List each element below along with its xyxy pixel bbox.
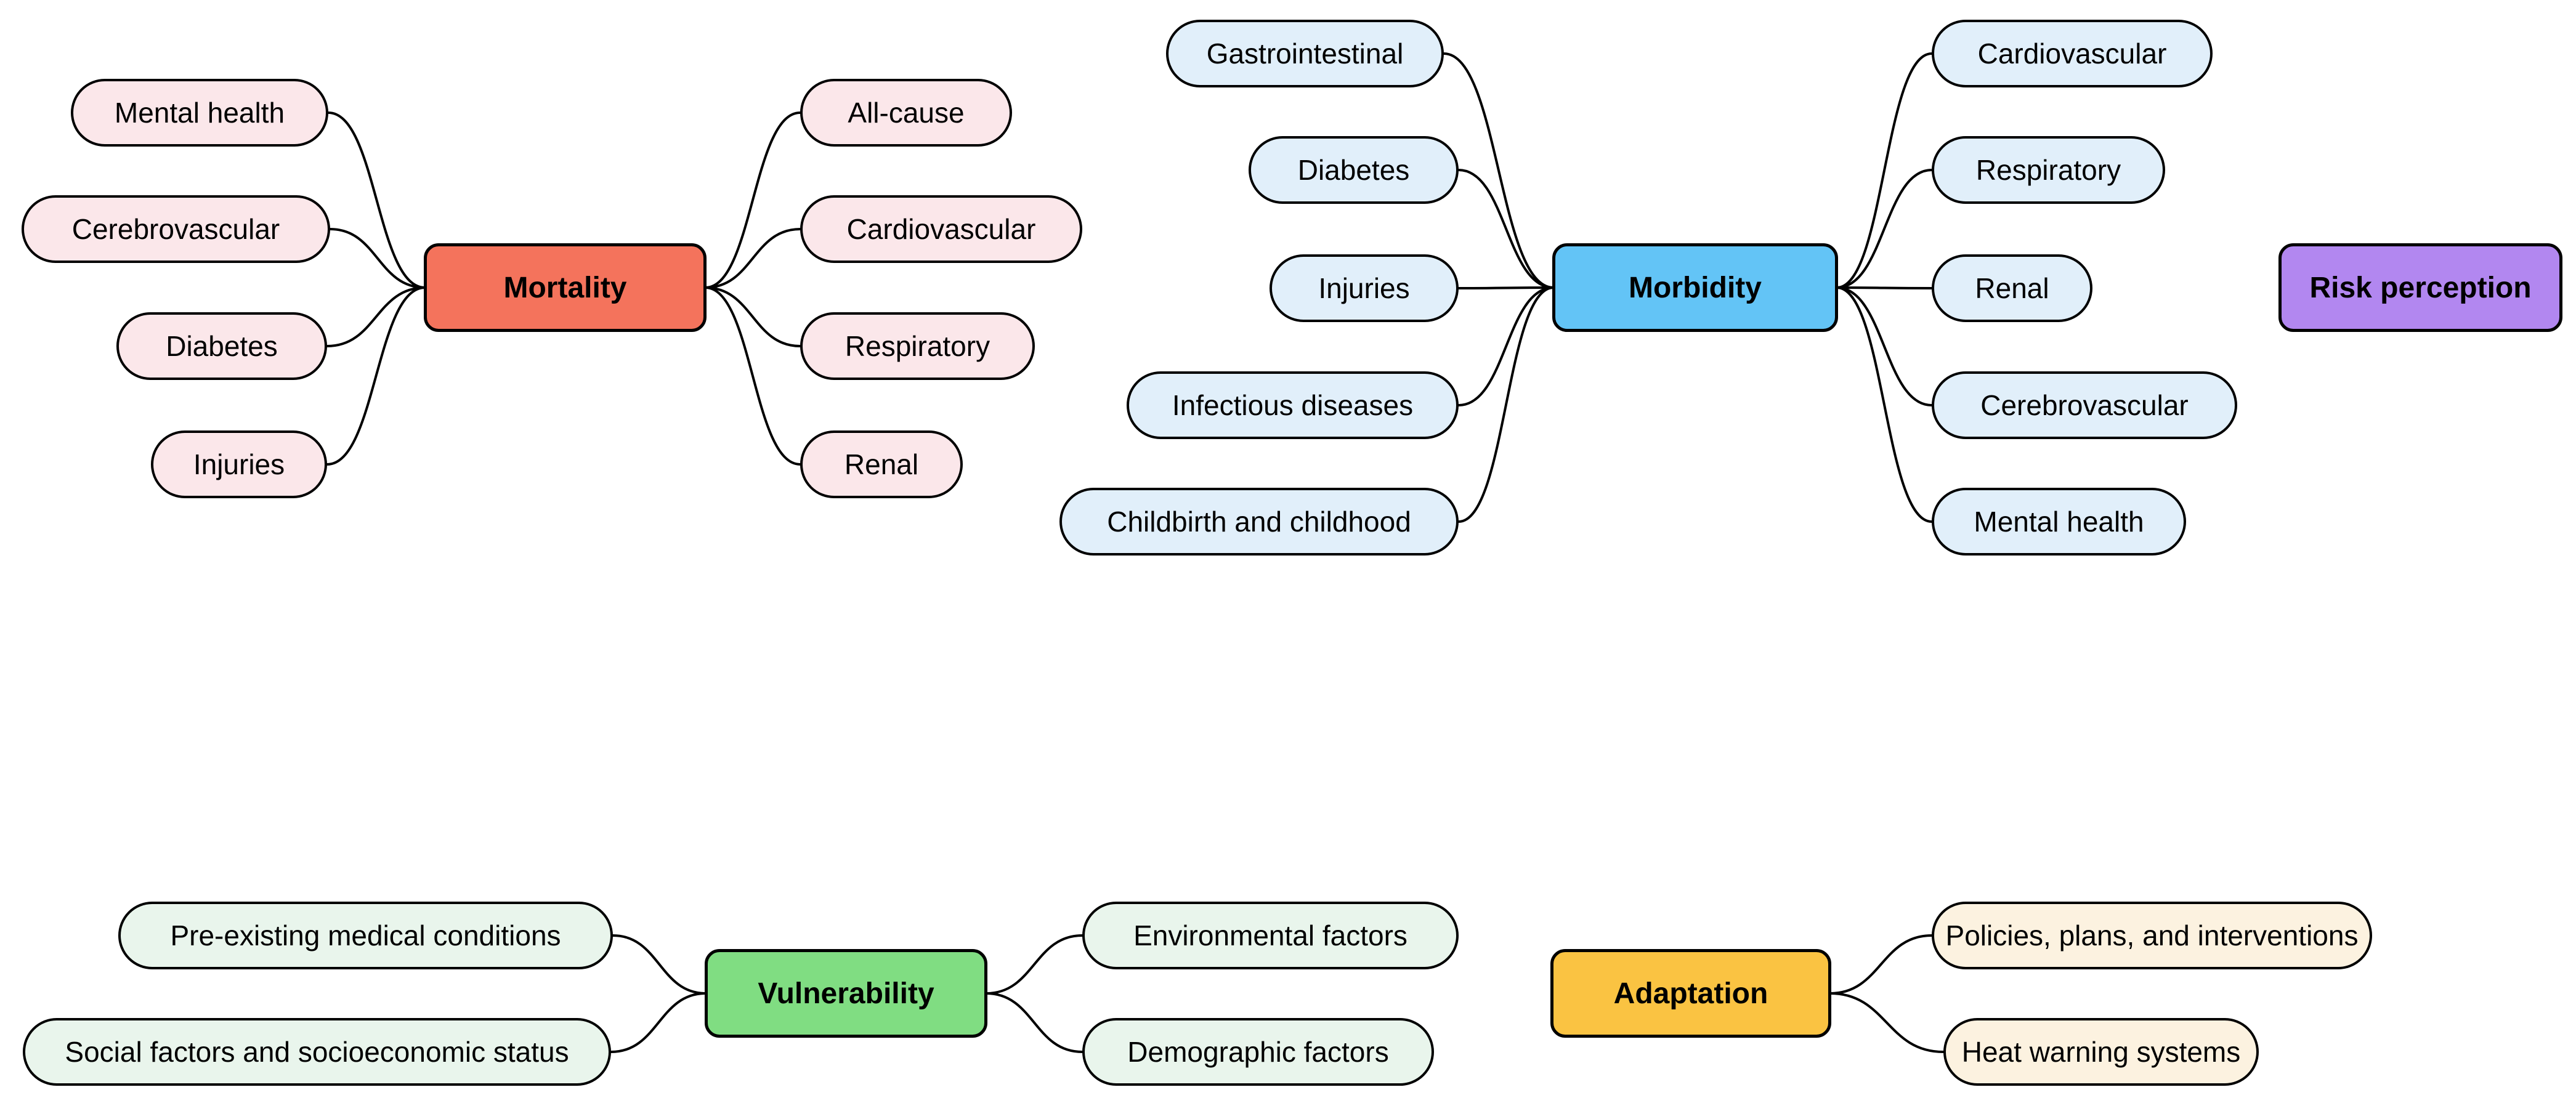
mortality-leaf-cardiovascular: Cardiovascular: [800, 195, 1082, 263]
morbidity-leaf-cardiovascular: Cardiovascular: [1932, 20, 2213, 87]
adaptation-hub: Adaptation: [1550, 949, 1831, 1038]
edge-vulnerability-leaf-environmental-factors-to-hub: [985, 934, 1083, 995]
edge-mortality-leaf-cerebrovascular-to-hub: [329, 228, 426, 289]
mortality-hub: Mortality: [424, 243, 707, 332]
adaptation-leaf-heat-warning-systems: Heat warning systems: [1943, 1018, 2259, 1086]
vulnerability-leaf-environmental-factors: Environmental factors: [1082, 902, 1459, 969]
edge-mortality-leaf-injuries-to-hub: [326, 286, 426, 466]
morbidity-hub: Morbidity: [1552, 243, 1838, 332]
mortality-leaf-cerebrovascular: Cerebrovascular: [22, 195, 330, 263]
morbidity-leaf-infectious-diseases: Infectious diseases: [1127, 371, 1459, 439]
morbidity-leaf-injuries: Injuries: [1270, 254, 1459, 322]
edge-morbidity-leaf-mental-health-to-hub: [1836, 286, 1933, 523]
edge-morbidity-leaf-respiratory-to-hub: [1836, 169, 1933, 289]
mortality-leaf-injuries: Injuries: [151, 430, 327, 498]
vulnerability-leaf-demographic-factors: Demographic factors: [1082, 1018, 1434, 1086]
risk-perception-hub: Risk perception: [2278, 243, 2562, 332]
edge-mortality-leaf-mental-health-to-hub: [327, 111, 426, 289]
vulnerability-hub: Vulnerability: [705, 949, 987, 1038]
edge-morbidity-leaf-cardiovascular-to-hub: [1836, 52, 1933, 289]
edge-vulnerability-leaf-demographic-factors-to-hub: [985, 992, 1083, 1053]
edge-adaptation-leaf-policies-plans-and-interventions-to-hub: [1829, 934, 1933, 995]
edge-morbidity-leaf-diabetes-to-hub: [1457, 169, 1555, 289]
vulnerability-leaf-pre-existing-medical-conditions: Pre-existing medical conditions: [118, 902, 613, 969]
morbidity-leaf-diabetes: Diabetes: [1249, 136, 1459, 204]
edge-morbidity-leaf-cerebrovascular-to-hub: [1836, 286, 1933, 406]
mortality-leaf-renal: Renal: [800, 430, 963, 498]
morbidity-leaf-renal: Renal: [1932, 254, 2092, 322]
edge-vulnerability-leaf-social-factors-and-socioeconomic-status-to-hub: [610, 992, 707, 1053]
edge-mortality-leaf-cardiovascular-to-hub: [704, 228, 801, 289]
edge-mortality-leaf-renal-to-hub: [704, 286, 801, 466]
mortality-leaf-respiratory: Respiratory: [800, 312, 1035, 380]
edge-adaptation-leaf-heat-warning-systems-to-hub: [1829, 992, 1945, 1053]
edge-morbidity-leaf-infectious-diseases-to-hub: [1457, 286, 1555, 406]
mortality-leaf-all-cause: All-cause: [800, 79, 1012, 147]
edge-morbidity-leaf-childbirth-and-childhood-to-hub: [1457, 286, 1555, 523]
morbidity-leaf-mental-health: Mental health: [1932, 488, 2186, 556]
mortality-leaf-diabetes: Diabetes: [116, 312, 327, 380]
vulnerability-leaf-social-factors-and-socioeconomic-status: Social factors and socioeconomic status: [23, 1018, 611, 1086]
morbidity-leaf-gastrointestinal: Gastrointestinal: [1166, 20, 1444, 87]
morbidity-leaf-respiratory: Respiratory: [1932, 136, 2165, 204]
edge-morbidity-leaf-gastrointestinal-to-hub: [1443, 52, 1555, 289]
adaptation-leaf-policies-plans-and-interventions: Policies, plans, and interventions: [1932, 902, 2372, 969]
mortality-leaf-mental-health: Mental health: [71, 79, 328, 147]
morbidity-leaf-childbirth-and-childhood: Childbirth and childhood: [1059, 488, 1459, 556]
edge-mortality-leaf-diabetes-to-hub: [326, 286, 426, 347]
edge-mortality-leaf-respiratory-to-hub: [704, 286, 801, 347]
edge-mortality-leaf-all-cause-to-hub: [704, 111, 801, 289]
edge-vulnerability-leaf-pre-existing-medical-conditions-to-hub: [612, 934, 707, 995]
morbidity-leaf-cerebrovascular: Cerebrovascular: [1932, 371, 2237, 439]
